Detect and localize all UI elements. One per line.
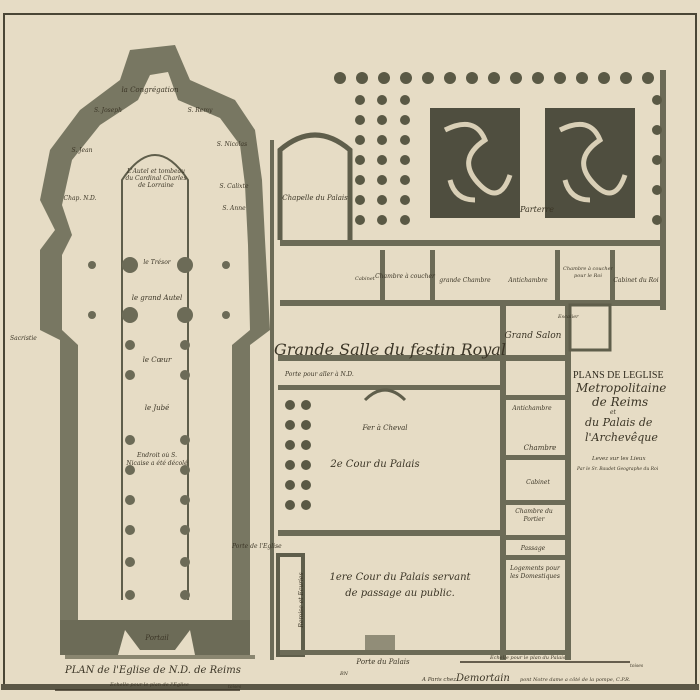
label-antichambre1: Antichambre	[507, 277, 548, 284]
label-grand-autel: le grand Autel	[132, 294, 183, 302]
church-scale-label: Echelle pour le plan de l'Eglise	[109, 682, 189, 688]
label-chambre-coucher: Chambre à coucher	[375, 273, 436, 280]
label-porte-nd: Porte pour aller à N.D.	[284, 371, 354, 378]
label-chapel-right: S. Remy	[188, 107, 213, 114]
imprint-publisher: Demortain	[455, 673, 510, 684]
palace-scale-unit: toises	[630, 663, 644, 669]
label-sacristie: Sacristie	[10, 335, 37, 342]
title-line8: Par le Sr. Baudet Geographe du Roi	[576, 466, 659, 472]
label-tombeau: L'Autel et tombeau du Cardinal Charles d…	[125, 168, 187, 189]
label-chambre-roi: Chambre à coucher pour le Roi	[563, 266, 613, 279]
label-grande-salle: Grande Salle du festin Royal	[274, 340, 506, 359]
label-chap-nd: Chap. N.D.	[64, 195, 97, 202]
title-line3: de Reims	[592, 395, 648, 409]
imprint-prefix: A Paris chez	[421, 677, 456, 683]
label-grand-salon: Grand Salon	[505, 331, 562, 341]
label-cour1-a: 1ere Cour du Palais servant	[329, 572, 471, 583]
label-jean: S. Jean	[71, 147, 92, 154]
title-line7: Levez sur les Lieux	[591, 456, 646, 462]
label-endroit: Endroit où S. Nicaise a été décolé	[126, 452, 188, 467]
label-porte-palais: Porte du Palais	[355, 658, 410, 666]
tree-rows	[285, 72, 662, 510]
title-cartouche: PLANS DE LEGLISE Metropolitaine de Reims…	[573, 370, 666, 472]
label-calixte: S. Calixte	[219, 183, 249, 190]
label-congregation: la Congrégation	[121, 86, 179, 94]
label-porte-eglise: Porte de l'Eglise	[231, 543, 282, 550]
label-logements: Logements pour les Domestiques	[510, 565, 560, 580]
label-antichambre2: Antichambre	[511, 405, 552, 412]
label-portail: Portail	[144, 634, 168, 642]
label-fer-cheval: Fer à Cheval	[362, 424, 408, 432]
church-columns	[88, 257, 230, 600]
label-cabinet2: Cabinet	[526, 479, 550, 486]
label-cour2: 2e Cour du Palais	[329, 459, 419, 470]
label-cour1-b: de passage au public.	[345, 588, 455, 599]
label-chapel-left: S. Joseph	[94, 107, 122, 114]
title-line1: PLANS DE LEGLISE	[573, 370, 664, 381]
title-line4: et	[610, 409, 617, 416]
label-choeur: le Cœur	[143, 356, 172, 364]
label-chambre-portier: Chambre du Portier	[515, 508, 553, 523]
palace-plan	[55, 70, 666, 691]
label-chambre: Chambre	[524, 444, 557, 452]
bottom-border	[1, 684, 699, 690]
church-plan	[40, 45, 270, 659]
label-anne: S. Anne	[222, 205, 246, 212]
label-cabinet-roi: Cabinet du Roi	[613, 277, 658, 284]
title-line2: Metropolitaine	[575, 381, 666, 395]
palace-scale-label: Echelle pour le plan du Palais	[489, 655, 566, 661]
label-cabinet1: Cabinet	[355, 276, 376, 282]
title-line5: du Palais de	[585, 416, 653, 429]
library-stamp: BN	[339, 671, 349, 677]
label-remise: Remise et Ecuries	[298, 572, 305, 628]
church-scale-unit: toises	[228, 684, 242, 690]
label-parterre: Parterre	[519, 205, 554, 214]
label-escalier: Escalier	[557, 314, 579, 320]
church-plan-title: PLAN de l'Eglise de N.D. de Reims	[64, 665, 241, 676]
label-passage: Passage	[520, 545, 546, 552]
imprint-suffix: pont Notre dame a côté de la pompe, C.P.…	[520, 676, 631, 683]
label-grande-chambre: grande Chambre	[439, 277, 491, 284]
title-line6: l'Archevêque	[585, 431, 658, 444]
label-jube: le Jubé	[145, 404, 170, 412]
label-nicolas: S. Nicolas	[217, 141, 247, 148]
label-tresor: le Trésor	[143, 259, 171, 266]
label-chapelle: Chapelle du Palais	[282, 194, 348, 202]
